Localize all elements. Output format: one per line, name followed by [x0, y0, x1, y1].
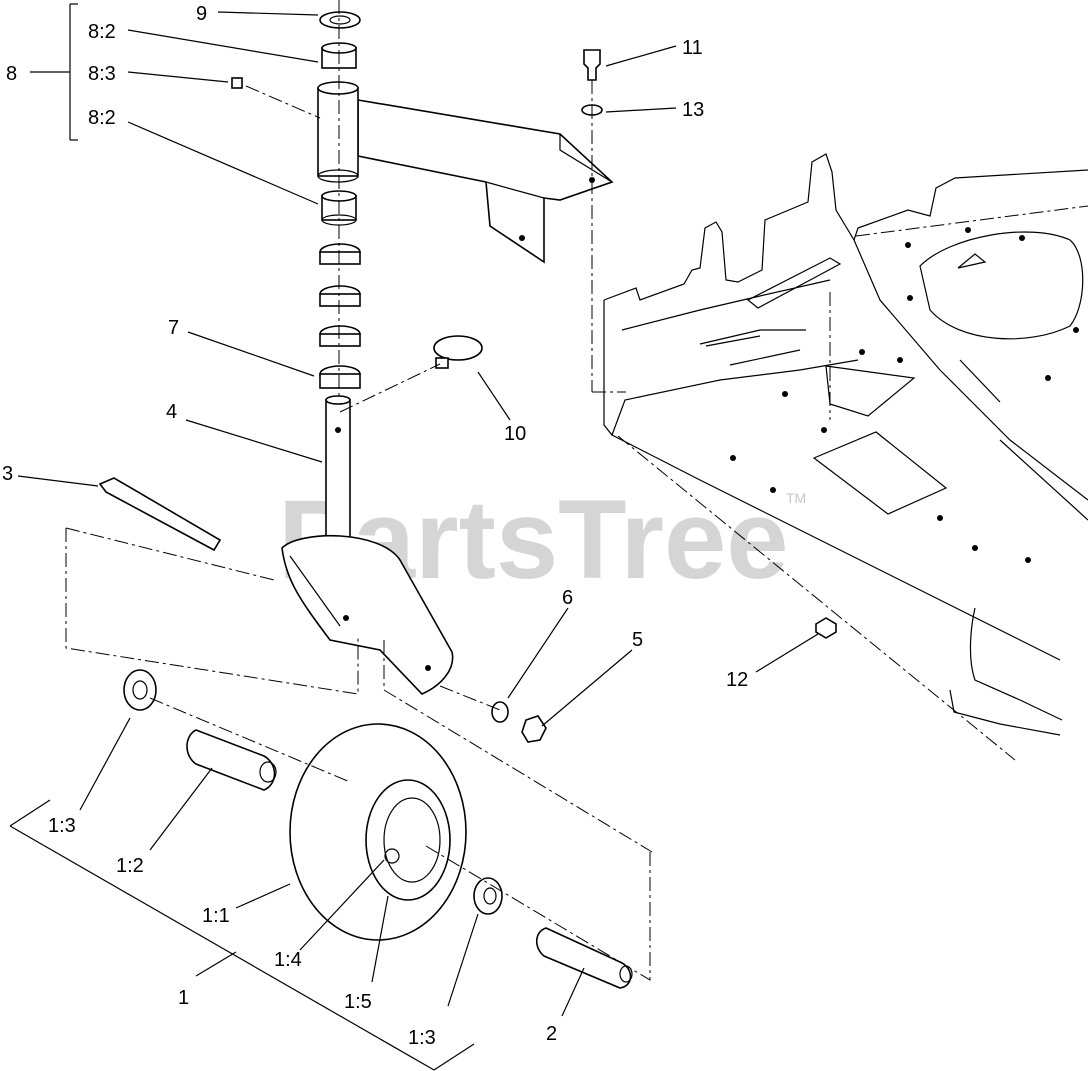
callout-8: 8 [6, 63, 17, 85]
callout-10: 10 [504, 423, 526, 445]
callout-7: 7 [168, 317, 179, 339]
pivot-tube-assembly [231, 11, 361, 226]
callout-1-1: 1:1 [202, 905, 230, 927]
callout-1-4: 1:4 [274, 949, 302, 971]
lynch-pin [433, 335, 483, 369]
wheel-assembly [123, 669, 633, 989]
callout-8-2-top: 8:2 [88, 21, 116, 43]
callout-1-2: 1:2 [116, 855, 144, 877]
callout-12: 12 [726, 669, 748, 691]
callout-3: 3 [2, 463, 13, 485]
callout-8-3: 8:3 [88, 63, 116, 85]
callout-13: 13 [682, 99, 704, 121]
alignment-lines [65, 0, 653, 981]
callout-2: 2 [546, 1023, 557, 1045]
deck-fasteners [581, 49, 837, 639]
callout-labels: 9 8 8:2 8:3 8:2 11 13 7 10 4 3 6 5 12 1:… [2, 3, 748, 1049]
axle-bolt [98, 477, 222, 552]
leader-lines [9, 3, 819, 1071]
callout-8-2-bottom: 8:2 [88, 107, 116, 129]
callout-1: 1 [178, 987, 189, 1009]
callout-1-3-right: 1:3 [408, 1027, 436, 1049]
caster-arm [357, 99, 614, 264]
callout-1-3-left: 1:3 [48, 815, 76, 837]
mower-deck [603, 153, 1088, 761]
callout-5: 5 [632, 629, 643, 651]
spacer-washers [319, 243, 361, 389]
callout-4: 4 [166, 401, 177, 423]
callout-1-5: 1:5 [344, 991, 372, 1013]
caster-fork [281, 395, 454, 695]
callout-9: 9 [196, 3, 207, 25]
callout-6: 6 [562, 587, 573, 609]
washer-and-nut [491, 701, 547, 743]
callout-11: 11 [682, 37, 703, 59]
trademark-mark: TM [786, 490, 806, 506]
